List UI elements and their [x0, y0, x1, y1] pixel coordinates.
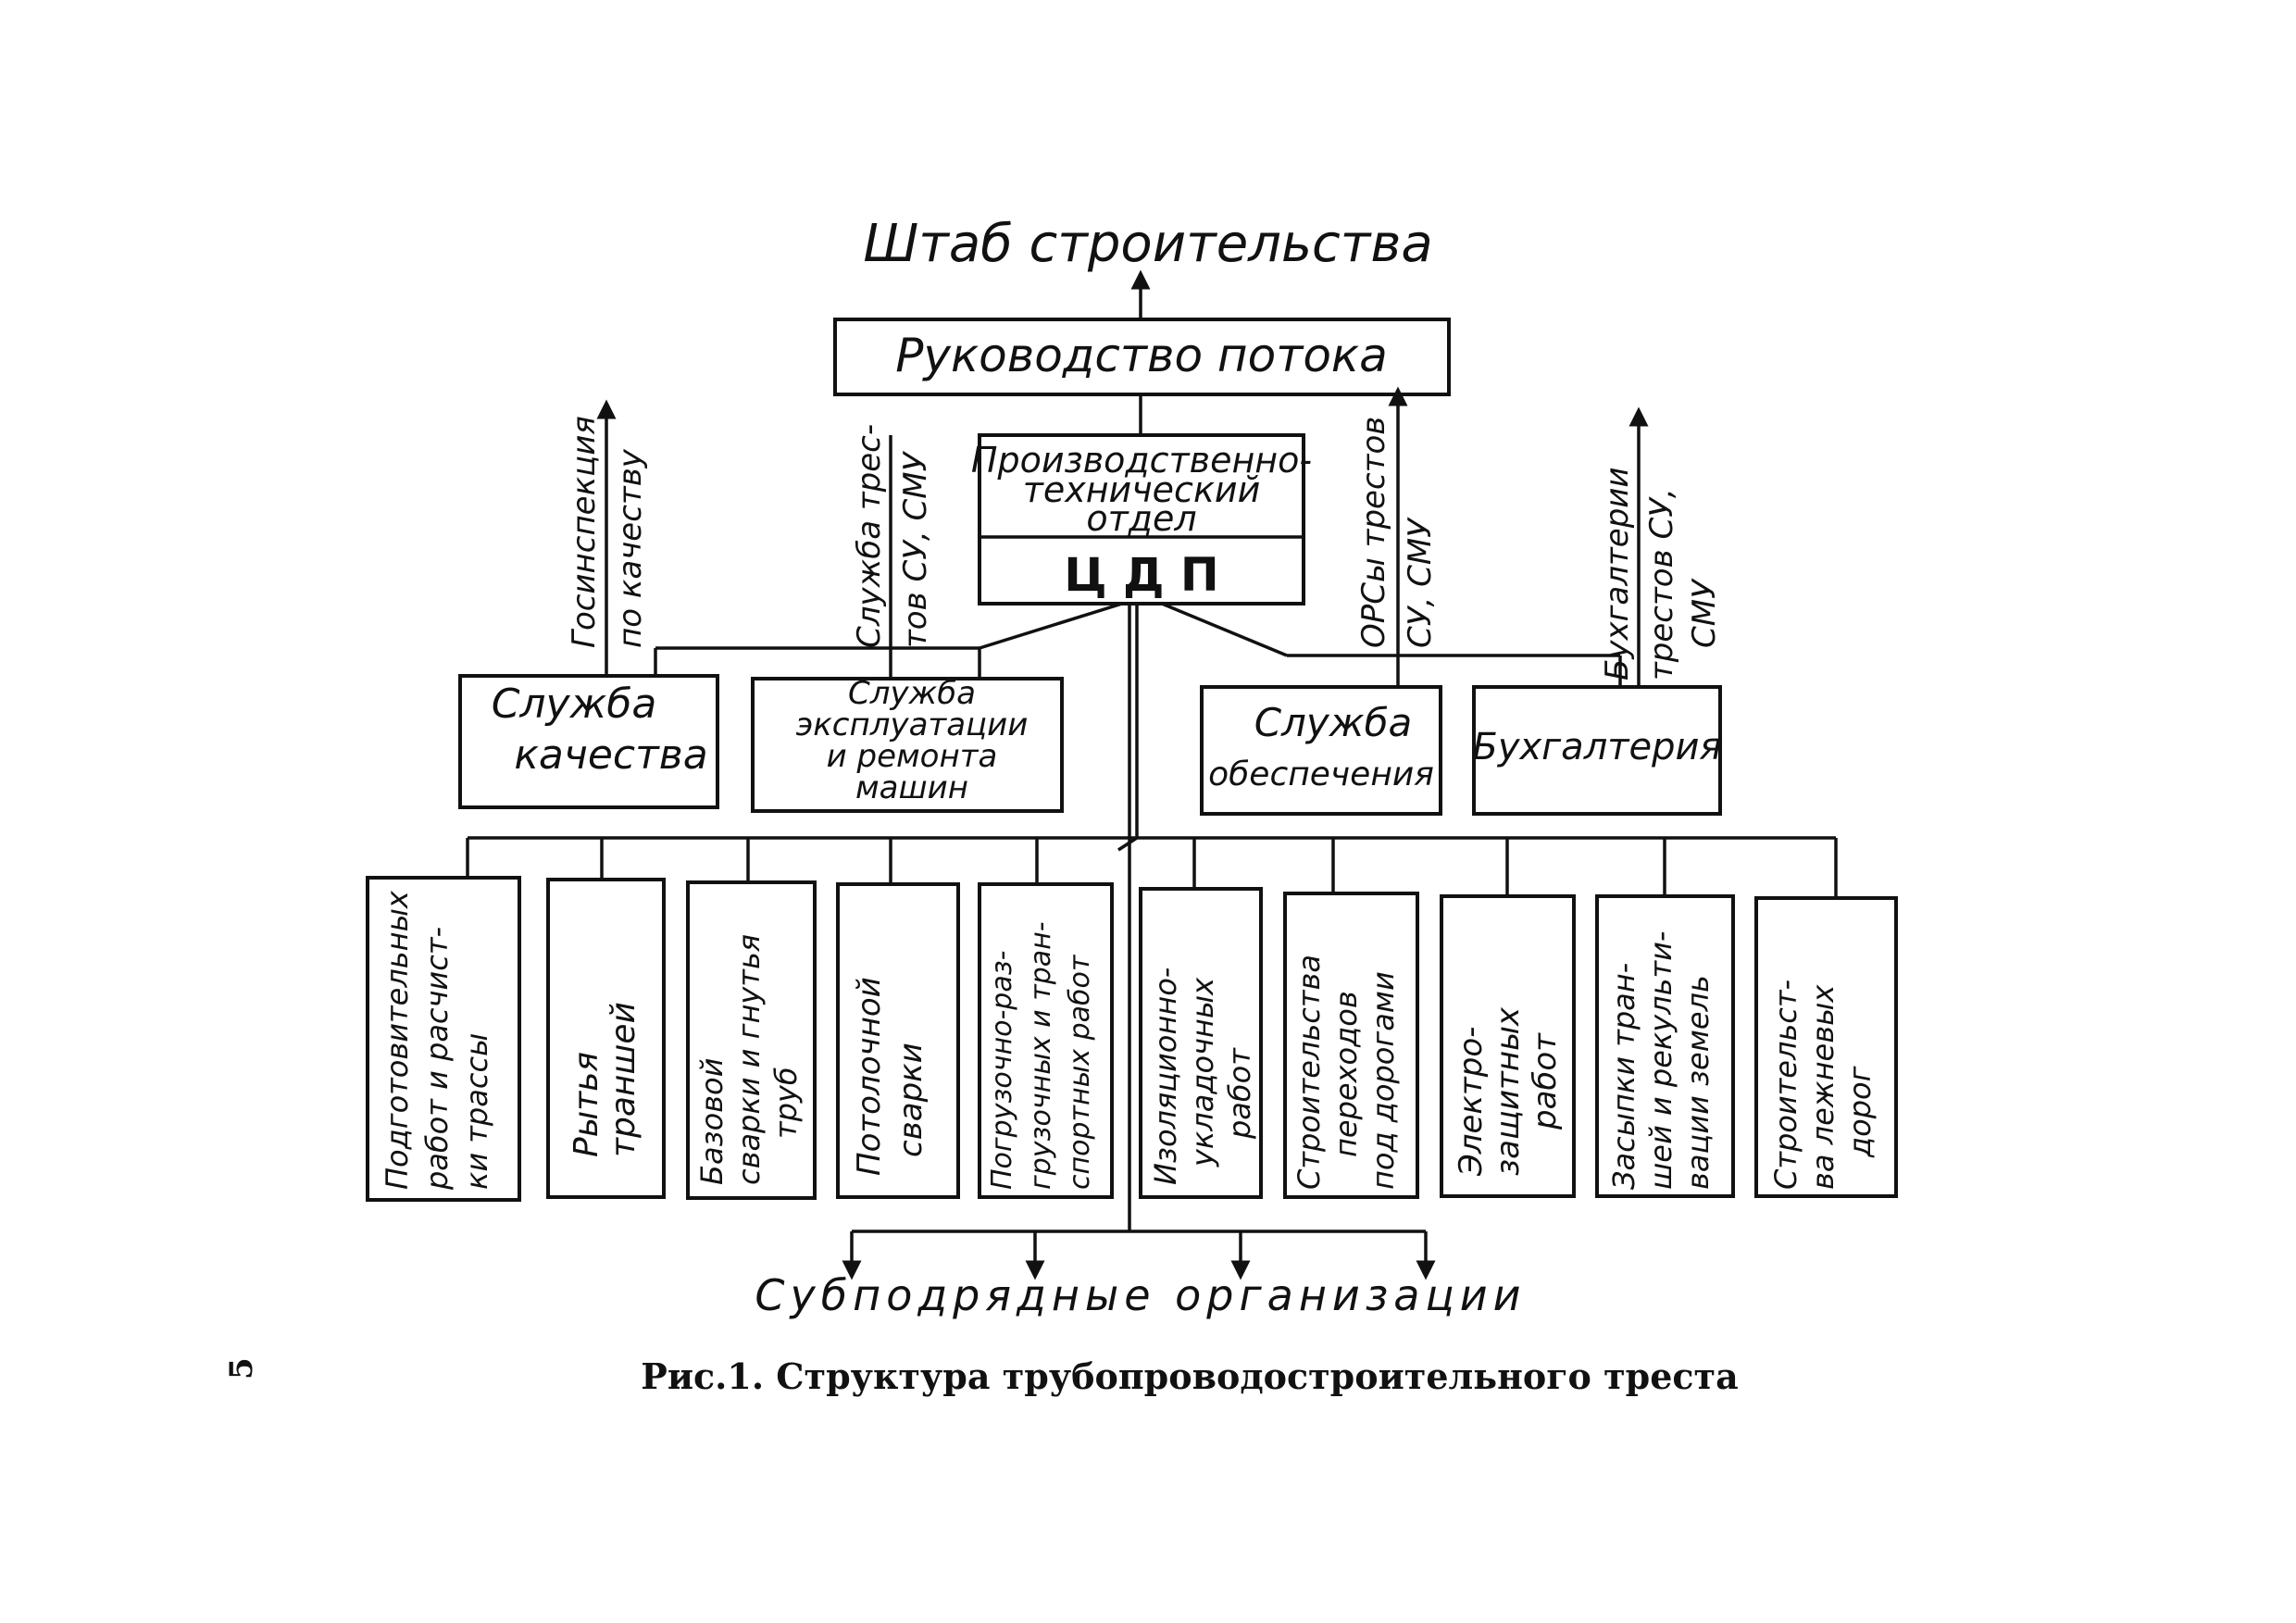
cdp-to-services-left — [979, 602, 1123, 650]
trust-service-line-1: Служба трес- — [851, 424, 888, 648]
section-6-line-1: Изоляционно- — [1148, 968, 1183, 1185]
section-6-line-3: работ — [1222, 1047, 1257, 1140]
supply-line-1: Служба — [1254, 700, 1413, 745]
section-5-line-3: спортных работ — [1064, 954, 1096, 1190]
machinery-line-4: машин — [855, 769, 968, 806]
section-8-line-3: работ — [1527, 1032, 1564, 1130]
pto-box — [978, 433, 1305, 606]
section-3-line-2: сварки и гнутья — [731, 934, 767, 1185]
figure-caption: Рис.1. Структура трубопроводостроительно… — [641, 1355, 1738, 1397]
section-box-base-welding — [686, 880, 817, 1200]
section-1-line-3: ки трассы — [459, 1033, 494, 1190]
accounting-box — [1472, 685, 1722, 816]
section-10-line-2: ва лежневых — [1805, 984, 1841, 1190]
section-1-line-1: Подготовительных — [380, 890, 415, 1190]
section-5-line-1: Погрузочно-раз- — [986, 950, 1018, 1190]
ors-line-2: СУ, СМУ — [1402, 517, 1439, 648]
quality-line-1: Служба — [492, 680, 657, 728]
quality-line-2: качества — [514, 731, 707, 779]
section-10-line-1: Строительст- — [1768, 980, 1803, 1190]
section-8-line-1: Электро- — [1453, 1027, 1490, 1177]
ors-line-1: ОРСы трестов — [1355, 417, 1392, 648]
trust-service-line-2: тов СУ, СМУ — [897, 450, 934, 648]
section-5-line-2: грузочных и тран- — [1025, 921, 1057, 1190]
cdp-label: Ц Д П — [1064, 548, 1219, 602]
section-7-line-2: переходов — [1329, 991, 1364, 1157]
section-4-line-1: Потолочной — [851, 977, 888, 1176]
section-box-backfill — [1595, 894, 1735, 1198]
quality-service-box — [458, 674, 719, 809]
section-6-line-2: укладочных — [1185, 977, 1220, 1167]
machinery-line-2: эксплуатации — [796, 706, 1029, 743]
section-2-line-1: Рытья — [568, 1052, 605, 1157]
section-10-line-3: дорог — [1842, 1066, 1878, 1158]
supply-line-2: обеспечения — [1208, 755, 1434, 793]
trust-accounting-line-3: СМУ — [1686, 578, 1723, 648]
management-label: Руководство потока — [895, 329, 1388, 382]
section-2-line-2: траншей — [605, 1002, 643, 1157]
trust-accounting-line-1: Бухгалтерии — [1599, 468, 1636, 681]
section-box-loading — [978, 882, 1114, 1199]
supply-service-box — [1200, 685, 1442, 816]
section-9-line-2: шей и рекульти- — [1643, 931, 1678, 1190]
pto-line-2: технический — [1023, 469, 1261, 510]
section-4-line-2: сварки — [892, 1042, 930, 1157]
section-box-ceiling-welding — [836, 882, 960, 1199]
page-number: 5 — [223, 1357, 260, 1380]
section-box-roads — [1754, 896, 1898, 1198]
pto-line-3: отдел — [1086, 498, 1196, 539]
accounting-label: Бухгалтерия — [1472, 726, 1721, 768]
section-9-line-3: вации земель — [1680, 975, 1716, 1190]
section-7-line-1: Строительства — [1292, 955, 1327, 1190]
section-9-line-1: Засыпки тран- — [1606, 963, 1641, 1190]
bottom-label: Субподрядные организации — [755, 1270, 1526, 1320]
section-box-insulation — [1139, 887, 1263, 1199]
pto-line-1: Производственно- — [971, 440, 1312, 481]
cdp-to-services-right — [1161, 602, 1288, 657]
section-box-preparation — [366, 876, 521, 1202]
section-1-line-2: работ и расчист- — [419, 927, 455, 1191]
machinery-line-1: Служба — [848, 675, 976, 712]
gosinspection-line-2: по качеству — [612, 448, 649, 648]
section-3-line-3: труб — [768, 1067, 804, 1139]
section-box-trenching — [546, 878, 666, 1199]
section-box-electrical — [1440, 894, 1576, 1198]
trust-accounting-line-2: трестов СУ, — [1643, 488, 1680, 680]
machinery-line-3: и ремонта — [827, 738, 998, 775]
section-8-line-2: защитных — [1490, 1006, 1527, 1176]
section-3-line-1: Базовой — [694, 1058, 730, 1185]
sections-row: Подготовительных работ и расчист- ки тра… — [366, 838, 1898, 1202]
top-label: Штаб строительства — [863, 214, 1432, 274]
section-box-crossings — [1283, 892, 1419, 1199]
gosinspection-line-1: Госинспекция — [566, 416, 603, 648]
section-7-line-3: под дорогами — [1366, 971, 1401, 1190]
machinery-service-box — [751, 677, 1064, 813]
